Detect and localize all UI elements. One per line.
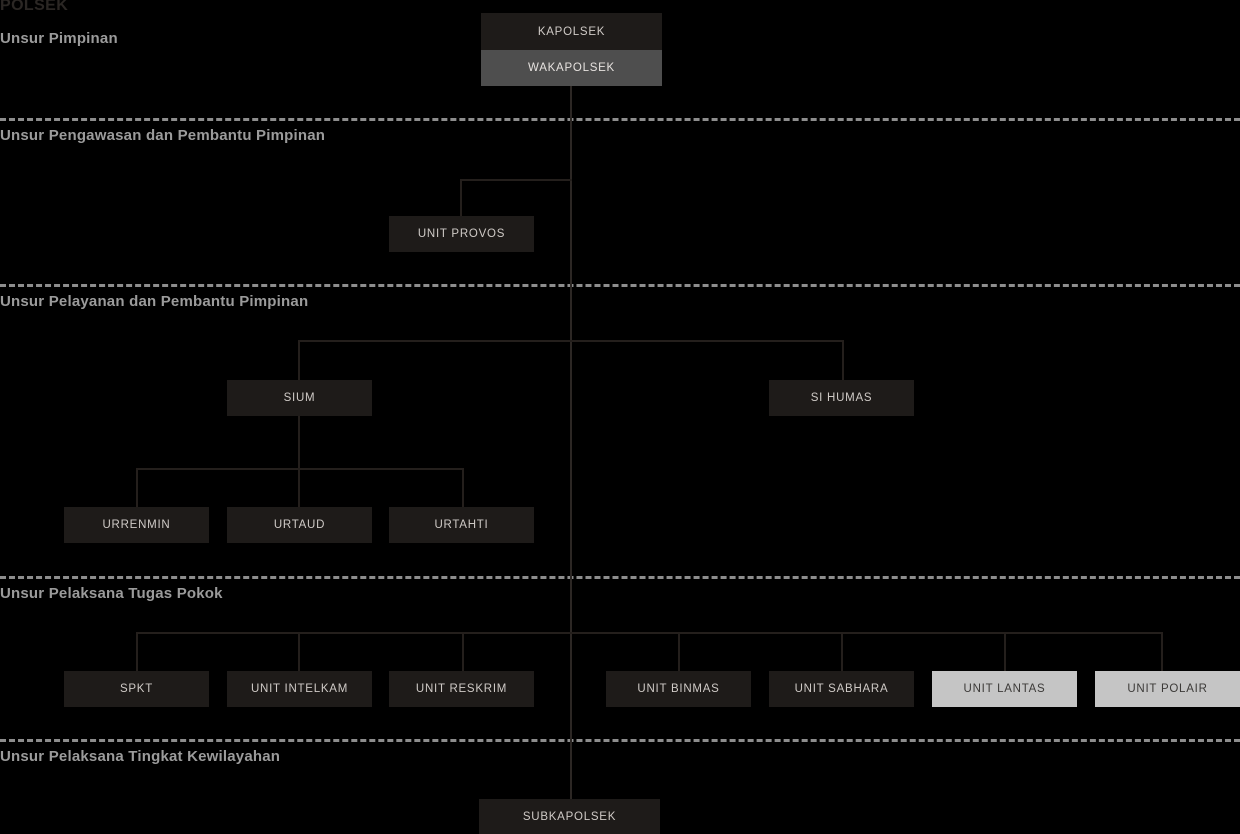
node-unit-binmas[interactable]: UNIT BINMAS: [606, 671, 751, 707]
section-divider-2: [0, 284, 1240, 287]
page-title: POLSEK: [0, 0, 69, 14]
trunk-connector: [570, 86, 572, 800]
node-unit-polair[interactable]: UNIT POLAIR: [1095, 671, 1240, 707]
intelkam-drop-connector: [298, 632, 300, 671]
pelayanan-horizontal-connector: [298, 340, 844, 342]
node-sium[interactable]: SIUM: [227, 380, 372, 416]
provos-horizontal-connector: [460, 179, 572, 181]
node-kapolsek[interactable]: KAPOLSEK: [481, 13, 662, 50]
section-label-unsur-pimpinan: Unsur Pimpinan: [0, 30, 118, 47]
spkt-drop-connector: [136, 632, 138, 671]
section-divider-4: [0, 739, 1240, 742]
node-wakapolsek[interactable]: WAKAPOLSEK: [481, 50, 662, 86]
reskrim-drop-connector: [462, 632, 464, 671]
sium-children-stem: [298, 416, 300, 468]
sium-children-horizontal: [136, 468, 464, 470]
node-unit-lantas[interactable]: UNIT LANTAS: [932, 671, 1077, 707]
section-divider-1: [0, 118, 1240, 121]
node-spkt[interactable]: SPKT: [64, 671, 209, 707]
lantas-drop-connector: [1004, 632, 1006, 671]
provos-vertical-connector: [460, 179, 462, 216]
node-unit-provos[interactable]: UNIT PROVOS: [389, 216, 534, 252]
section-label-unsur-pelaksana-tugas-pokok: Unsur Pelaksana Tugas Pokok: [0, 585, 223, 602]
urrenmin-drop-connector: [136, 468, 138, 507]
node-unit-reskrim[interactable]: UNIT RESKRIM: [389, 671, 534, 707]
node-subkapolsek[interactable]: SUBKAPOLSEK: [479, 799, 660, 834]
urtahti-drop-connector: [462, 468, 464, 507]
binmas-drop-connector: [678, 632, 680, 671]
section-label-unsur-pelayanan: Unsur Pelayanan dan Pembantu Pimpinan: [0, 293, 309, 310]
section-divider-3: [0, 576, 1240, 579]
urtaud-drop-connector: [298, 468, 300, 507]
sabhara-drop-connector: [841, 632, 843, 671]
section-label-unsur-pengawasan: Unsur Pengawasan dan Pembantu Pimpinan: [0, 127, 326, 144]
section-label-unsur-pelaksana-kewilayahan: Unsur Pelaksana Tingkat Kewilayahan: [0, 748, 281, 765]
node-unit-intelkam[interactable]: UNIT INTELKAM: [227, 671, 372, 707]
polair-drop-connector: [1161, 632, 1163, 671]
pelaksana-horizontal-bus: [136, 632, 1162, 634]
node-si-humas[interactable]: SI HUMAS: [769, 380, 914, 416]
node-urtaud[interactable]: URTAUD: [227, 507, 372, 543]
node-unit-sabhara[interactable]: UNIT SABHARA: [769, 671, 914, 707]
sium-drop-connector: [298, 340, 300, 380]
node-urtahti[interactable]: URTAHTI: [389, 507, 534, 543]
sihumas-drop-connector: [842, 340, 844, 380]
node-urrenmin[interactable]: URRENMIN: [64, 507, 209, 543]
